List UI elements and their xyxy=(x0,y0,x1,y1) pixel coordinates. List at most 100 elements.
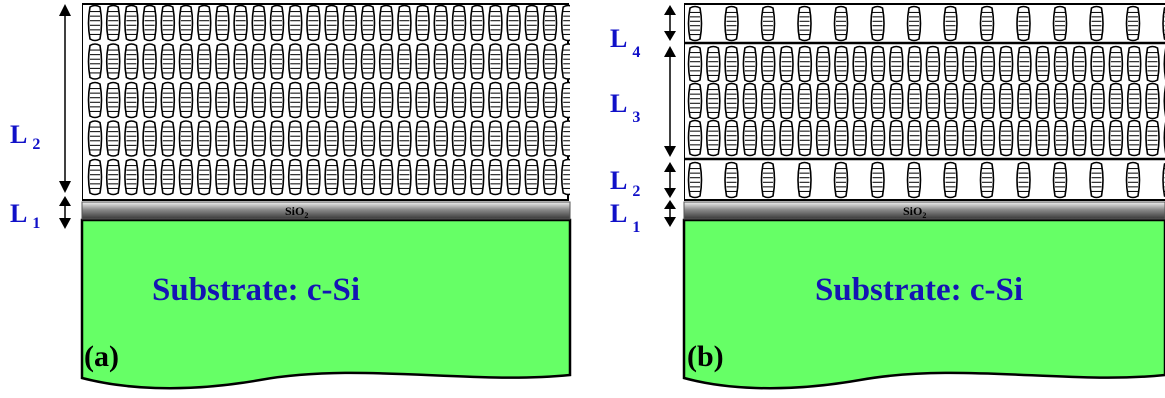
nanowire-segment xyxy=(160,158,176,196)
nanowire-segment xyxy=(524,158,540,196)
nanowire-segment xyxy=(906,161,922,199)
nanowire-segment xyxy=(287,43,303,80)
nanowire-segment xyxy=(1072,119,1087,157)
nanowire-segment xyxy=(870,45,886,83)
nanowire-segment xyxy=(1108,82,1124,120)
nanowire-segment xyxy=(87,120,103,157)
oxide-label-b: SiO2 xyxy=(903,204,926,220)
nanowire-segment xyxy=(360,158,376,196)
nanowire-segment xyxy=(1053,45,1069,83)
nanowire-segment xyxy=(87,43,103,80)
nanowire-segment xyxy=(962,82,977,120)
nanowire-segment xyxy=(833,161,849,199)
nanowire-segment xyxy=(451,43,467,80)
nanowire-segment xyxy=(306,120,321,157)
nanowire-segment xyxy=(962,45,977,83)
nanowire-segment xyxy=(724,45,739,83)
nanowire-segment xyxy=(397,158,412,196)
nanowire-segment xyxy=(560,81,570,119)
nanowire-segment xyxy=(1017,45,1032,83)
nanowire-segment xyxy=(397,4,412,42)
nanowire-segment xyxy=(852,45,867,83)
nanowire-segment xyxy=(1053,82,1069,120)
oxide-layer-b: SiO2 xyxy=(683,201,1165,220)
substrate-a xyxy=(80,218,572,390)
nanowire-segment xyxy=(451,4,467,42)
nanowire-segment xyxy=(397,120,412,157)
nanowire-segment xyxy=(105,81,121,119)
nanowire-segment xyxy=(834,45,849,83)
nanowire-segment xyxy=(178,81,194,119)
nanowire-segment xyxy=(1016,5,1031,42)
nanowire-segment xyxy=(451,158,467,196)
nanowire-segment xyxy=(215,120,230,157)
nanowire-segment xyxy=(506,158,521,196)
nanowire-segment xyxy=(742,45,758,83)
nanowire-segment xyxy=(797,82,813,120)
nanowire-segment xyxy=(160,43,176,80)
nanowire-segment xyxy=(1126,119,1142,157)
nanowire-segment xyxy=(251,81,267,119)
nanowire-segment xyxy=(233,120,248,157)
nanowire-segment xyxy=(1145,119,1160,157)
nanowire-segment xyxy=(1017,82,1032,120)
nanowire-segment xyxy=(998,82,1014,120)
nanowire-segment xyxy=(360,120,376,157)
nanowire-segment xyxy=(506,4,521,42)
nanowire-segment xyxy=(196,158,212,196)
nanowire-segment xyxy=(342,120,358,157)
nanowire-segment xyxy=(1035,82,1050,120)
nanowire-segment xyxy=(760,161,776,199)
nanowire-segment xyxy=(724,119,739,157)
nanowire-segment xyxy=(360,4,376,42)
nanowire-segment xyxy=(215,43,230,80)
nanowire-segment xyxy=(178,4,194,42)
nanowire-segment xyxy=(469,4,485,42)
nanowire-segment xyxy=(469,158,485,196)
nanowire-segment xyxy=(1126,82,1142,120)
nanowire-segment xyxy=(943,82,959,120)
nanowire-segment xyxy=(724,161,739,199)
nanowire-segment xyxy=(324,43,339,80)
nanowire-segment xyxy=(870,161,885,199)
nanowire-segment xyxy=(324,4,339,42)
nanowire-segment xyxy=(1090,45,1105,83)
panel-b: SiO2 xyxy=(610,3,1165,390)
nanowire-segment xyxy=(979,161,995,199)
nanowire-segment xyxy=(834,82,849,120)
nanowire-segment xyxy=(1053,119,1069,157)
nanowire-segment xyxy=(687,161,703,199)
nanowire-segment xyxy=(980,45,996,83)
nanowire-segment xyxy=(87,158,103,196)
nanowire-segment xyxy=(687,119,703,157)
nanowire-segment xyxy=(925,119,941,157)
nanowire-segment xyxy=(415,120,430,157)
nanowire-segment xyxy=(233,158,248,196)
nanowire-segment xyxy=(433,43,449,80)
nanowire-segment xyxy=(488,81,503,119)
nanowire-segment xyxy=(524,120,540,157)
nanowire-segment xyxy=(925,82,941,120)
nanowire-segment xyxy=(779,45,794,83)
nanowire-segment xyxy=(834,119,849,157)
nanowire-segment xyxy=(342,81,358,119)
nanowire-segment xyxy=(451,81,467,119)
nanowire-segment xyxy=(415,81,430,119)
nanowire-segment xyxy=(287,4,303,42)
nanowire-segment xyxy=(542,158,558,196)
nanowire-segment xyxy=(542,120,558,157)
nanowire-segment xyxy=(1072,45,1087,83)
nanowire-segment xyxy=(269,120,285,157)
nanowire-segment xyxy=(287,120,303,157)
substrate-label-a: Substrate: c-Si xyxy=(152,272,360,308)
nanowire-segment xyxy=(907,45,922,83)
nanowire-segment xyxy=(215,4,230,42)
nanowire-segment xyxy=(797,5,812,42)
nanowire-segment xyxy=(889,45,904,83)
nanowire-segment xyxy=(979,5,995,42)
nanowire-segment xyxy=(233,4,248,42)
nanowire-segment xyxy=(906,5,922,42)
nanowire-segment xyxy=(142,43,157,80)
